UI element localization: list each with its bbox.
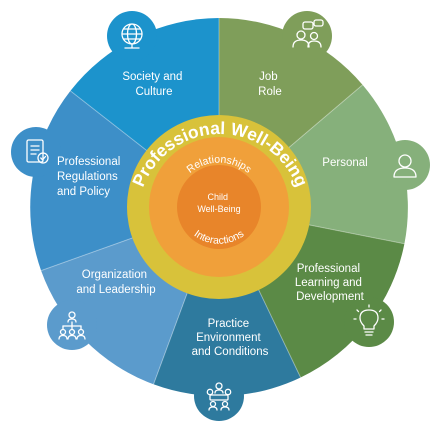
segment-practice-environment	[153, 207, 301, 397]
bubble-globe	[107, 11, 157, 61]
label-personal: Personal	[322, 157, 367, 169]
globe-icon	[121, 23, 143, 49]
label-society-culture: Society and Culture	[122, 71, 185, 98]
bubble-person	[380, 140, 430, 190]
bubble-document	[11, 127, 61, 177]
document-icon	[26, 139, 49, 164]
segment-professional-regulations	[30, 90, 220, 271]
label-practice-environment: Practice Environment and Conditions	[192, 318, 269, 358]
label-professional-regulations: Professional Regulations and Policy	[57, 156, 124, 198]
org-chart-icon	[58, 311, 86, 340]
bubble-people	[282, 11, 332, 61]
label-organization-leadership: Organization and Leadership	[76, 269, 155, 296]
people-icon	[292, 19, 324, 48]
bubble-group	[194, 371, 244, 421]
interactions-arc-text: Interactions	[192, 228, 246, 247]
center-circle	[177, 165, 261, 249]
label-professional-learning: Professional Learning and Development	[295, 263, 365, 303]
center-label: Child Well-Being	[197, 192, 240, 214]
label-job-role: Job Role	[258, 71, 282, 98]
lightbulb-icon	[353, 304, 385, 336]
bubble-lightbulb	[344, 297, 394, 347]
person-icon	[393, 154, 417, 178]
segment-labels: Society and Culture Job Role Personal Pr…	[57, 71, 368, 358]
group-icon	[206, 382, 232, 411]
